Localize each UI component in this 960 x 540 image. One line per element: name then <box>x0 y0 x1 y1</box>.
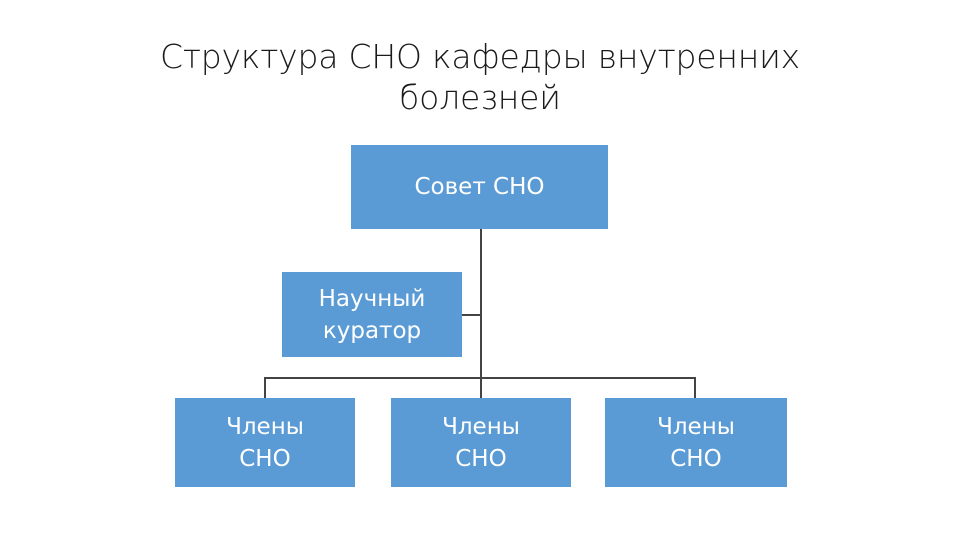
org-node-members-2[interactable]: Члены СНО <box>391 398 571 487</box>
connector-drop-members-1 <box>264 377 266 399</box>
page-title: Структура СНО кафедры внутренних болезне… <box>159 37 801 117</box>
org-node-council[interactable]: Совет СНО <box>351 145 608 229</box>
connector-curator-stub <box>462 314 482 316</box>
org-node-scientific-curator[interactable]: Научный куратор <box>282 272 462 357</box>
org-node-members-3[interactable]: Члены СНО <box>605 398 787 487</box>
connector-drop-members-3 <box>694 377 696 399</box>
org-node-members-1[interactable]: Члены СНО <box>175 398 355 487</box>
connector-drop-members-2 <box>480 377 482 399</box>
